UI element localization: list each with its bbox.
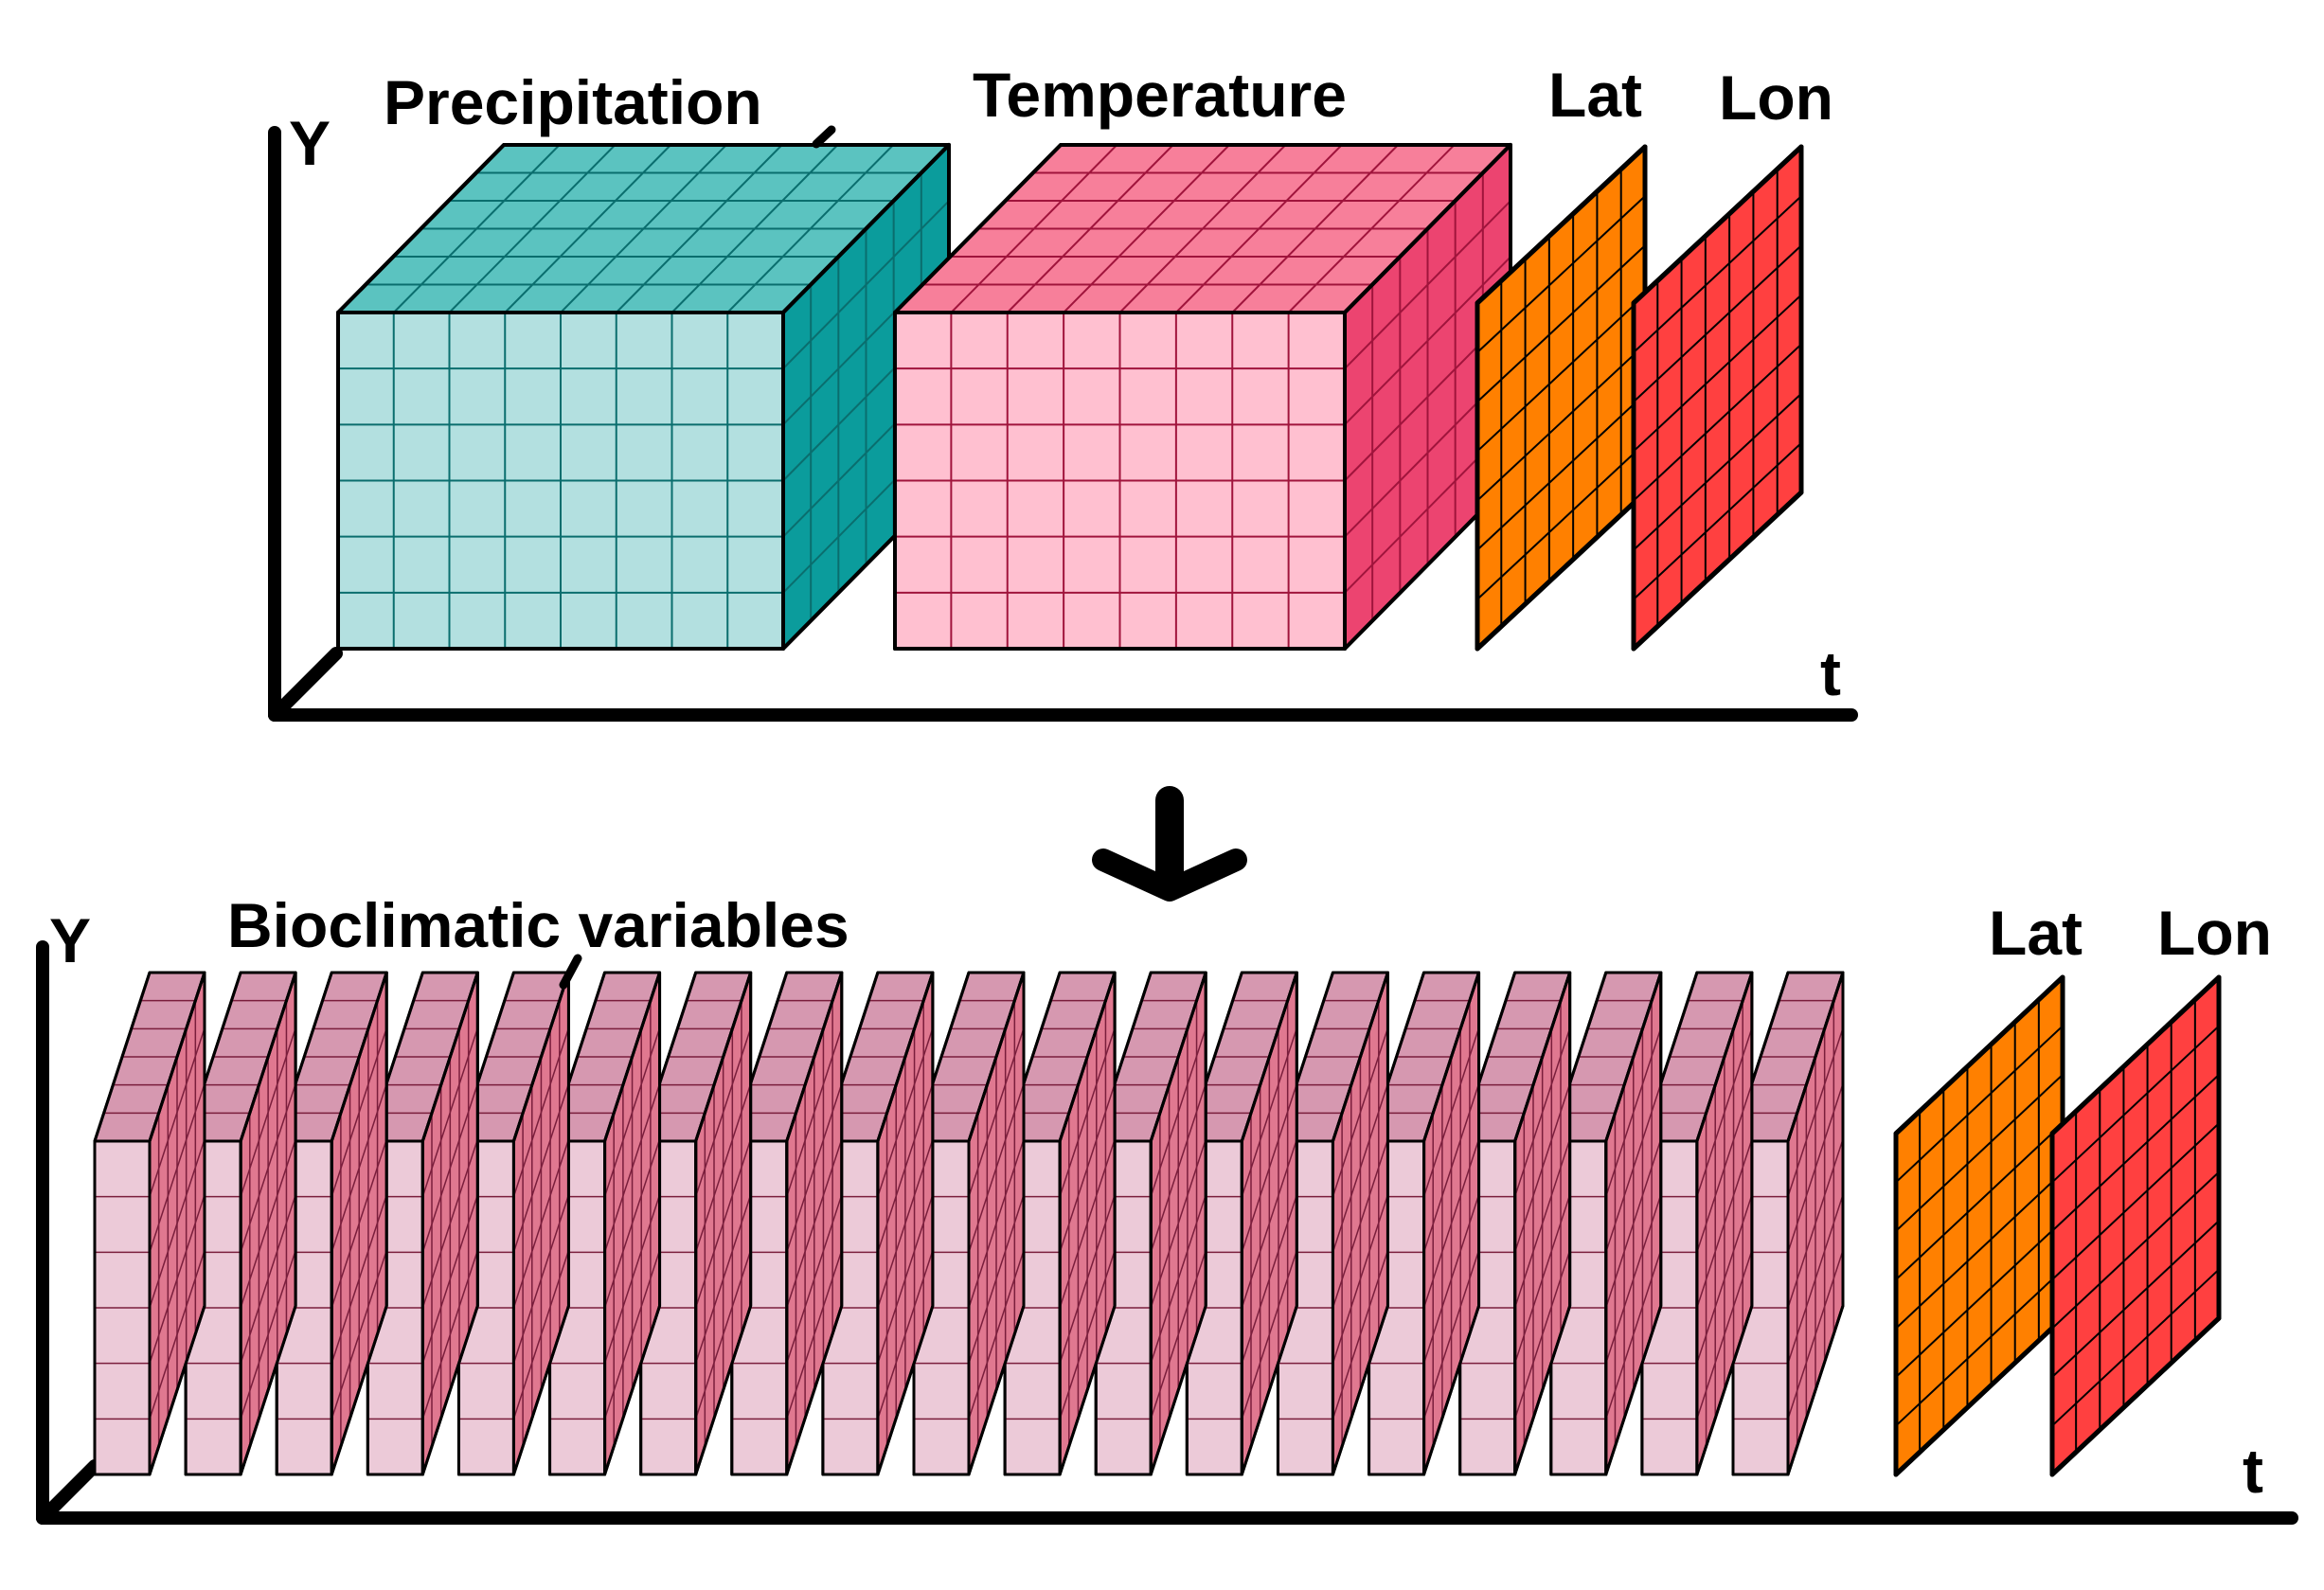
precipitation-label: Precipitation [384,67,762,137]
bioclim-slab-top-outline [1003,971,1117,1143]
bioclim-slab-top-outline [1185,971,1298,1143]
bottom-slabs [93,971,1845,1476]
top-depth-axis [268,647,343,722]
bottom-lon-plane-outline [2049,974,2222,1477]
top-t-axis-label: t [1820,638,1841,708]
bioclim-slab-top-outline [730,971,844,1143]
bioclim-slab-top-outline [548,971,662,1143]
top-cubes [336,143,1512,651]
top-lon-plane-outline [1631,144,1804,652]
bioclim-slab-top-outline [1640,971,1754,1143]
bioclim-slab-top-outline [1368,971,1481,1143]
top-y-axis-label: Y [289,108,331,178]
bioclim-slab-top-outline [366,971,479,1143]
bioclim-slab-top-outline [275,971,388,1143]
bioclim-slab [93,971,206,1476]
bioclim-slab-top-outline [1549,971,1663,1143]
bottom-lon-plane-face [2049,974,2222,1477]
bioclimatic-variables-label: Bioclimatic variables [227,890,849,960]
bottom-lat-plane [1893,974,2065,1477]
bioclim-slab-top-outline [912,971,1026,1143]
bottom-lat-plane-face [1893,974,2065,1477]
top-lon-label: Lon [1719,63,1833,133]
grid-planes [1475,144,2222,1477]
precip-pointer [812,125,836,149]
bottom-lon-label: Lon [2157,898,2272,968]
top-lon-plane [1631,144,1804,652]
bioclim-slab-top-outline [184,971,297,1143]
bottom-axes [36,940,2298,1525]
top-lat-label: Lat [1548,60,1642,130]
bottom-lat-label: Lat [1989,898,2083,968]
top-axes [268,126,1858,722]
down-arrow-icon [1092,786,1247,902]
bottom-y-axis-label: Y [49,905,92,975]
bioclim-slab [184,971,297,1476]
bioclim-slab [1003,971,1117,1476]
bioclim-slab-top-outline [1276,971,1389,1143]
bioclim-slab-top-outline [1094,971,1207,1143]
bioclim-pointer [559,954,582,990]
bioclim-slab [821,971,935,1476]
bottom-t-axis-label: t [2243,1436,2263,1506]
bottom-lon-plane [2049,974,2222,1477]
bioclim-slab-top-outline [1458,971,1572,1143]
temperature-cube [893,143,1512,651]
precipitation-cube [336,143,951,651]
temperature-label: Temperature [973,60,1347,130]
bioclim-slab-top-outline [639,971,753,1143]
bottom-depth-axis [36,1459,101,1525]
bioclim-slab [1640,971,1754,1476]
bioclim-slab-top-outline [821,971,935,1143]
bioclim-slab [548,971,662,1476]
bioclim-slab-top-outline [93,971,206,1143]
bioclim-slab-top-outline [1731,971,1845,1143]
